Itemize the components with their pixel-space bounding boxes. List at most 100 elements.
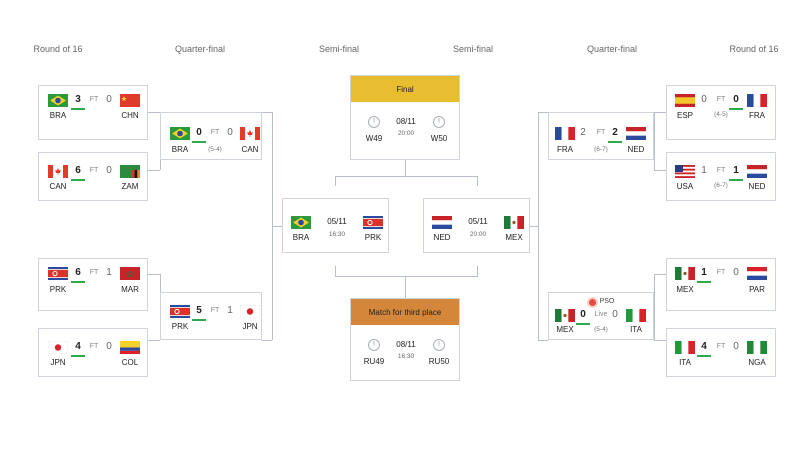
match-card-ned-mex[interactable]: NED 05/11 20:00 MEX xyxy=(423,198,530,253)
match-status: Live xyxy=(594,311,608,318)
team-name: MAR xyxy=(121,285,139,294)
winner-underline xyxy=(729,108,743,110)
match-card-jpn-col[interactable]: JPN 4 FT 0 COL xyxy=(38,328,148,377)
flag-icon-esp xyxy=(675,94,695,107)
connector-line xyxy=(148,170,160,171)
team-name: NED xyxy=(433,233,451,242)
team-name: NED xyxy=(627,145,645,154)
penalty-score: (6-7) xyxy=(594,146,608,153)
match-status: FT xyxy=(716,167,726,174)
penalty-score: (5-4) xyxy=(594,326,608,333)
match-date: 05/11 xyxy=(327,217,347,226)
winner-underline xyxy=(192,141,206,143)
connector-line xyxy=(538,112,539,340)
connector-line xyxy=(538,340,548,341)
live-indicator-icon xyxy=(589,299,596,306)
flag-icon-ned xyxy=(432,216,452,229)
round-label-qf-right: Quarter-final xyxy=(586,44,638,54)
away-score: 0 xyxy=(733,94,739,105)
flag-icon-jpn xyxy=(47,340,69,355)
flag-icon-par xyxy=(747,267,767,280)
away-score: 1 xyxy=(733,165,739,176)
team-name: COL xyxy=(121,358,139,367)
connector-line xyxy=(335,176,478,177)
home-score: 0 xyxy=(196,127,202,138)
winner-underline xyxy=(71,108,85,110)
connector-line xyxy=(654,340,666,341)
match-card-ita-nga[interactable]: ITA 4 FT 0 NGA xyxy=(666,328,776,377)
match-card-prk-mar[interactable]: PRK 6 FT 1 MAR xyxy=(38,258,148,311)
winner-underline xyxy=(697,355,711,357)
match-card-prk-jpn[interactable]: PRK 5 FT 1 JPN xyxy=(160,292,262,340)
live-badge: PSO xyxy=(599,298,615,305)
match-card-bra-can[interactable]: BRA 0 FT (5-4) 0 CAN xyxy=(160,112,262,160)
connector-line xyxy=(654,274,655,340)
team-name: ITA xyxy=(630,325,642,334)
home-score: 3 xyxy=(75,94,81,105)
tbd-team-icon: ! xyxy=(368,339,380,351)
team-name: CHN xyxy=(121,111,139,120)
match-date: 08/11 xyxy=(396,117,416,126)
match-card-mex-ita[interactable]: PSO MEX 0 Live (5-4) 0 ITA xyxy=(548,292,654,340)
match-card-esp-fra[interactable]: ESP 0 FT (4-5) 0 FRA xyxy=(666,85,776,140)
connector-line xyxy=(530,226,538,227)
match-time: 16:30 xyxy=(397,353,415,360)
home-score: 2 xyxy=(580,127,586,138)
third-place-match-card[interactable]: Match for third place ! RU49 08/11 16:30… xyxy=(350,298,460,381)
flag-icon-prk xyxy=(48,267,68,280)
flag-icon-jpn xyxy=(239,304,261,319)
connector-line xyxy=(654,112,655,170)
tbd-team-icon: ! xyxy=(433,339,445,351)
winner-underline xyxy=(608,141,622,143)
team-name: ZAM xyxy=(121,182,139,191)
round-label-r16-right: Round of 16 xyxy=(729,44,779,54)
winner-underline xyxy=(729,179,743,181)
connector-line xyxy=(148,112,160,113)
team-name: W50 xyxy=(430,134,448,143)
flag-icon-ita xyxy=(675,341,695,354)
flag-icon-can xyxy=(48,165,68,178)
team-name: FRA xyxy=(557,145,573,154)
flag-icon-bra xyxy=(170,127,190,140)
connector-line xyxy=(272,226,282,227)
flag-icon-mex xyxy=(555,309,575,322)
away-score: 0 xyxy=(227,127,233,138)
match-card-bra-prk[interactable]: BRA 05/11 16:30 PRK xyxy=(282,198,389,253)
winner-underline xyxy=(697,281,711,283)
match-card-bra-chn[interactable]: BRA 3 FT 0 CHN xyxy=(38,85,148,140)
flag-icon-chn xyxy=(120,94,140,107)
match-time: 20:00 xyxy=(469,231,487,238)
flag-icon-usa xyxy=(675,165,695,178)
away-score: 1 xyxy=(106,267,112,278)
away-score: 0 xyxy=(106,341,112,352)
match-card-usa-ned[interactable]: USA 1 FT (6-7) 1 NED xyxy=(666,152,776,201)
match-status: FT xyxy=(716,96,726,103)
match-card-fra-ned[interactable]: FRA 2 FT (6-7) 2 NED xyxy=(548,112,654,160)
team-name: ESP xyxy=(676,111,693,120)
flag-icon-zam xyxy=(120,165,140,178)
final-match-card[interactable]: Final ! W49 08/11 20:00 ! W50 xyxy=(350,75,460,160)
connector-line xyxy=(477,176,478,186)
team-name: NGA xyxy=(748,358,766,367)
away-score: 0 xyxy=(106,94,112,105)
connector-line xyxy=(148,274,160,275)
match-card-can-zam[interactable]: CAN 6 FT 0 ZAM xyxy=(38,152,148,201)
winner-underline xyxy=(71,281,85,283)
match-status: FT xyxy=(596,129,606,136)
connector-line xyxy=(335,176,336,186)
match-card-mex-par[interactable]: MEX 1 FT 0 PAR xyxy=(666,258,776,311)
flag-icon-fra xyxy=(555,127,575,140)
flag-icon-can xyxy=(240,127,260,140)
flag-icon-mex xyxy=(504,216,524,229)
team-name: MEX xyxy=(556,325,574,334)
flag-icon-prk xyxy=(170,305,190,318)
match-status: FT xyxy=(210,307,220,314)
away-score: 0 xyxy=(106,165,112,176)
flag-icon-ned xyxy=(747,165,767,178)
flag-icon-ned xyxy=(626,127,646,140)
connector-line xyxy=(405,276,406,298)
penalty-score: (6-7) xyxy=(714,182,728,189)
round-label-qf-left: Quarter-final xyxy=(174,44,226,54)
flag-icon-col xyxy=(120,341,140,354)
home-score: 6 xyxy=(75,267,81,278)
